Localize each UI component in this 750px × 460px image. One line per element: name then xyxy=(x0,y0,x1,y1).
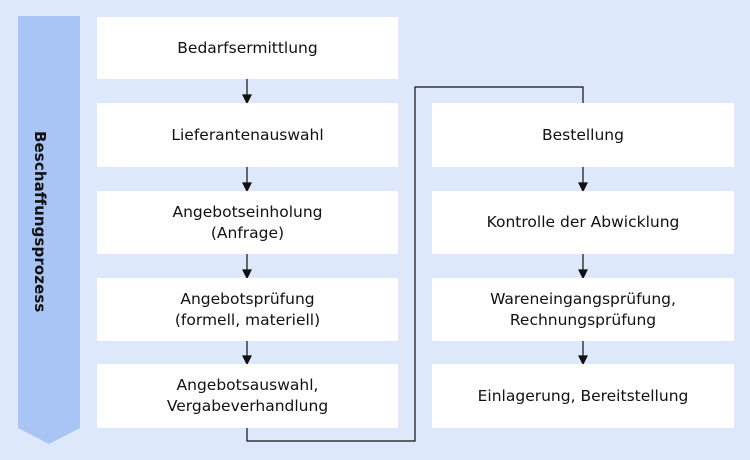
arrowhead-1-2 xyxy=(242,94,252,105)
step-label: Lieferantenauswahl xyxy=(171,125,324,144)
step-bedarfsermittlung: Bedarfsermittlung xyxy=(97,17,398,79)
step-label: Angebotsprüfung (formell, materiell) xyxy=(174,289,321,329)
step-label: Bedarfsermittlung xyxy=(177,38,318,57)
step-label: Wareneingangsprüfung, Rechnungsprüfung xyxy=(490,289,676,329)
process-label: Beschaffungsprozess xyxy=(10,16,70,428)
process-direction-arrow xyxy=(18,16,80,444)
arrowhead-r2-r3 xyxy=(578,269,588,280)
step-angebotseinholung: Angebotseinholung (Anfrage) xyxy=(97,191,398,254)
step-label: Angebotseinholung (Anfrage) xyxy=(172,202,323,242)
arrowhead-2-3 xyxy=(242,182,252,193)
step-wareneingangspruefung: Wareneingangsprüfung, Rechnungsprüfung xyxy=(432,278,734,341)
arrowhead-r1-r2 xyxy=(578,182,588,193)
cross-column-connector xyxy=(246,86,584,442)
process-label-text: Beschaffungsprozess xyxy=(31,131,49,313)
step-label: Bestellung xyxy=(542,125,624,144)
right-column-arrows xyxy=(578,167,588,366)
step-angebotspruefung: Angebotsprüfung (formell, materiell) xyxy=(97,278,398,341)
step-einlagerung: Einlagerung, Bereitstellung xyxy=(432,364,734,428)
arrowhead-r3-r4 xyxy=(578,355,588,366)
left-column-arrows xyxy=(242,79,252,366)
step-label: Einlagerung, Bereitstellung xyxy=(477,386,689,405)
step-label: Kontrolle der Abwicklung xyxy=(486,213,680,231)
step-kontrolle-abwicklung: Kontrolle der Abwicklung xyxy=(432,191,734,254)
arrowhead-3-4 xyxy=(242,269,252,280)
step-angebotsauswahl: Angebotsauswahl, Vergabeverhandlung xyxy=(97,364,398,428)
step-bestellung: Bestellung xyxy=(432,103,734,167)
step-label: Angebotsauswahl, Vergabeverhandlung xyxy=(166,376,329,415)
arrowhead-4-5 xyxy=(242,355,252,366)
step-lieferantenauswahl: Lieferantenauswahl xyxy=(97,103,398,167)
